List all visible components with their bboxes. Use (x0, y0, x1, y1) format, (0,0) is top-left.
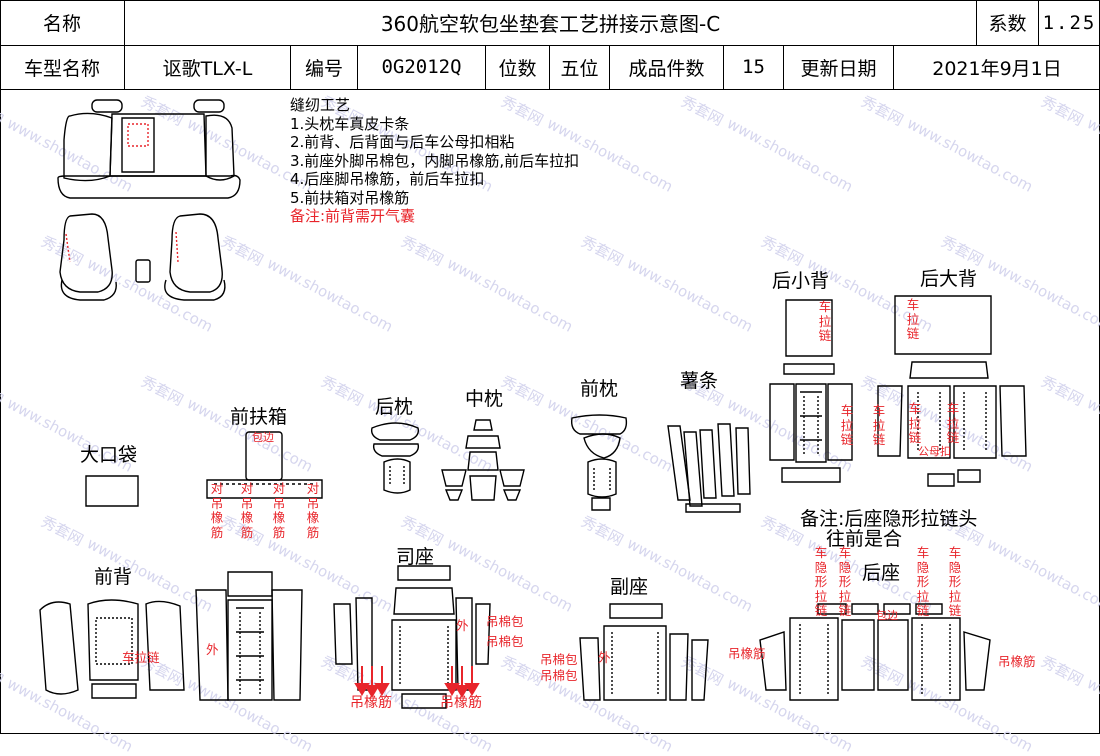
seats-label: 位数 (486, 45, 550, 89)
big-back-zipper-3: 车拉链 (908, 401, 922, 445)
big-pocket-piece (86, 476, 138, 506)
label-front-pillow: 前枕 (580, 378, 619, 400)
big-back-zipper: 车拉链 (906, 297, 920, 341)
passenger-seat-pieces (580, 604, 708, 700)
model-label: 车型名称 (0, 45, 125, 89)
driver-cotton-2: 吊棉包 (486, 634, 524, 649)
front-back-outer: 外 (206, 642, 219, 657)
big-back-snap: 公母扣 (918, 445, 951, 458)
date-label: 更新日期 (784, 45, 894, 89)
rear-note-line-2: 往前是合 (826, 528, 903, 550)
label-passenger-seat: 副座 (610, 576, 649, 598)
armrest-rubber-2: 对吊橡筋 (240, 481, 254, 540)
rear-seat-rubber-right: 吊橡筋 (998, 654, 1036, 669)
label-rear-pillow: 后枕 (375, 396, 414, 418)
driver-rubber-right: 吊橡筋 (440, 695, 482, 711)
code-value: 0G2012Q (358, 45, 486, 89)
rear-pillow-pieces (372, 423, 419, 493)
driver-cotton-1: 吊棉包 (486, 614, 524, 629)
drawing-title: 360航空软包坐垫套工艺拼接示意图-C (125, 0, 977, 45)
sewing-notes: 缝纫工艺 1.头枕车真皮卡条 2.前背、后背面与后车公母扣相粘 3.前座外脚吊棉… (290, 96, 579, 226)
seat-overview-icon (58, 100, 240, 300)
rear-seat-pieces (760, 604, 990, 700)
note-item-3: 3.前座外脚吊棉包，内脚吊橡筋,前后车拉扣 (290, 151, 580, 170)
label-rear-seat: 后座 (862, 562, 901, 584)
rear-seat-hidden-zip-1: 车隐形拉链 (814, 545, 828, 618)
header-row-1: 名称 360航空软包坐垫套工艺拼接示意图-C 系数 1.25 (0, 0, 1100, 46)
rear-seat-hidden-zip-4: 车隐形拉链 (948, 545, 962, 618)
label-strip: 薯条 (680, 370, 719, 392)
armrest-rubber-4: 对吊橡筋 (306, 481, 320, 540)
front-back-zipper: 车拉链 (122, 650, 160, 665)
coef-value: 1.25 (1042, 11, 1097, 34)
model-value: 讴歌TLX-L (125, 45, 291, 89)
rear-note-line-1: 备注:后座隐形拉链头 (800, 508, 978, 530)
passenger-cotton-1: 吊棉包 (540, 652, 578, 667)
coef-label: 系数 (977, 0, 1039, 45)
label-driver-seat: 司座 (396, 546, 435, 568)
middle-pillow-pieces (442, 420, 524, 500)
rear-seat-bind: 包边 (876, 609, 898, 622)
rear-seat-rubber-left: 吊橡筋 (728, 646, 766, 661)
front-back-pieces (40, 572, 302, 700)
note-item-2: 2.前背、后背面与后车公母扣相粘 (290, 133, 515, 151)
name-label: 名称 (0, 0, 125, 45)
red-arrows (356, 666, 478, 696)
seats-value: 五位 (550, 45, 610, 89)
label-middle-pillow: 中枕 (465, 388, 504, 410)
rear-seat-hidden-zip-3: 车隐形拉链 (916, 545, 930, 618)
passenger-cotton-2: 吊棉包 (540, 668, 578, 683)
label-front-back: 前背 (94, 566, 133, 588)
date-value: 2021年9月1日 (932, 57, 1062, 80)
pattern-drawing (0, 0, 1100, 734)
driver-outer: 外 (456, 618, 469, 633)
rear-big-back-pieces (878, 296, 1026, 486)
label-big-pocket: 大口袋 (80, 444, 138, 466)
rear-small-back-pieces (770, 300, 852, 482)
note-item-4: 4.后座脚吊橡筋，前后车拉扣 (290, 170, 485, 188)
armrest-rubber-1: 对吊橡筋 (210, 481, 224, 540)
front-pillow-pieces (572, 415, 627, 510)
label-rear-small-back: 后小背 (772, 270, 830, 292)
note-item-5: 5.前扶箱对吊橡筋 (290, 188, 410, 207)
small-back-zipper: 车拉链 (818, 299, 832, 343)
rear-seat-hidden-zip-2: 车隐形拉链 (838, 545, 852, 618)
note-item-1: 1.头枕车真皮卡条 (290, 114, 410, 133)
pieces-value: 15 (724, 45, 784, 89)
label-front-armrest: 前扶箱 (230, 406, 288, 428)
big-back-zipper-2: 车拉链 (872, 403, 886, 447)
big-back-zipper-4: 车拉链 (946, 401, 960, 445)
code-label: 编号 (291, 45, 358, 89)
front-armrest-pieces (207, 432, 322, 498)
notes-remark: 备注:前背需开气囊 (290, 207, 416, 225)
small-back-zipper-2: 车拉链 (840, 403, 854, 447)
label-rear-big-back: 后大背 (920, 268, 978, 290)
pieces-label: 成品件数 (610, 45, 724, 89)
notes-heading: 缝纫工艺 (290, 96, 351, 114)
armrest-edge-bind: 包边 (252, 431, 274, 444)
strip-pieces (668, 424, 750, 512)
passenger-outer: 外 (598, 650, 611, 665)
driver-rubber-left: 吊橡筋 (350, 695, 392, 711)
armrest-rubber-3: 对吊橡筋 (272, 481, 286, 540)
header-row-2: 车型名称 讴歌TLX-L 编号 0G2012Q 位数 五位 成品件数 15 更新… (0, 45, 1100, 90)
